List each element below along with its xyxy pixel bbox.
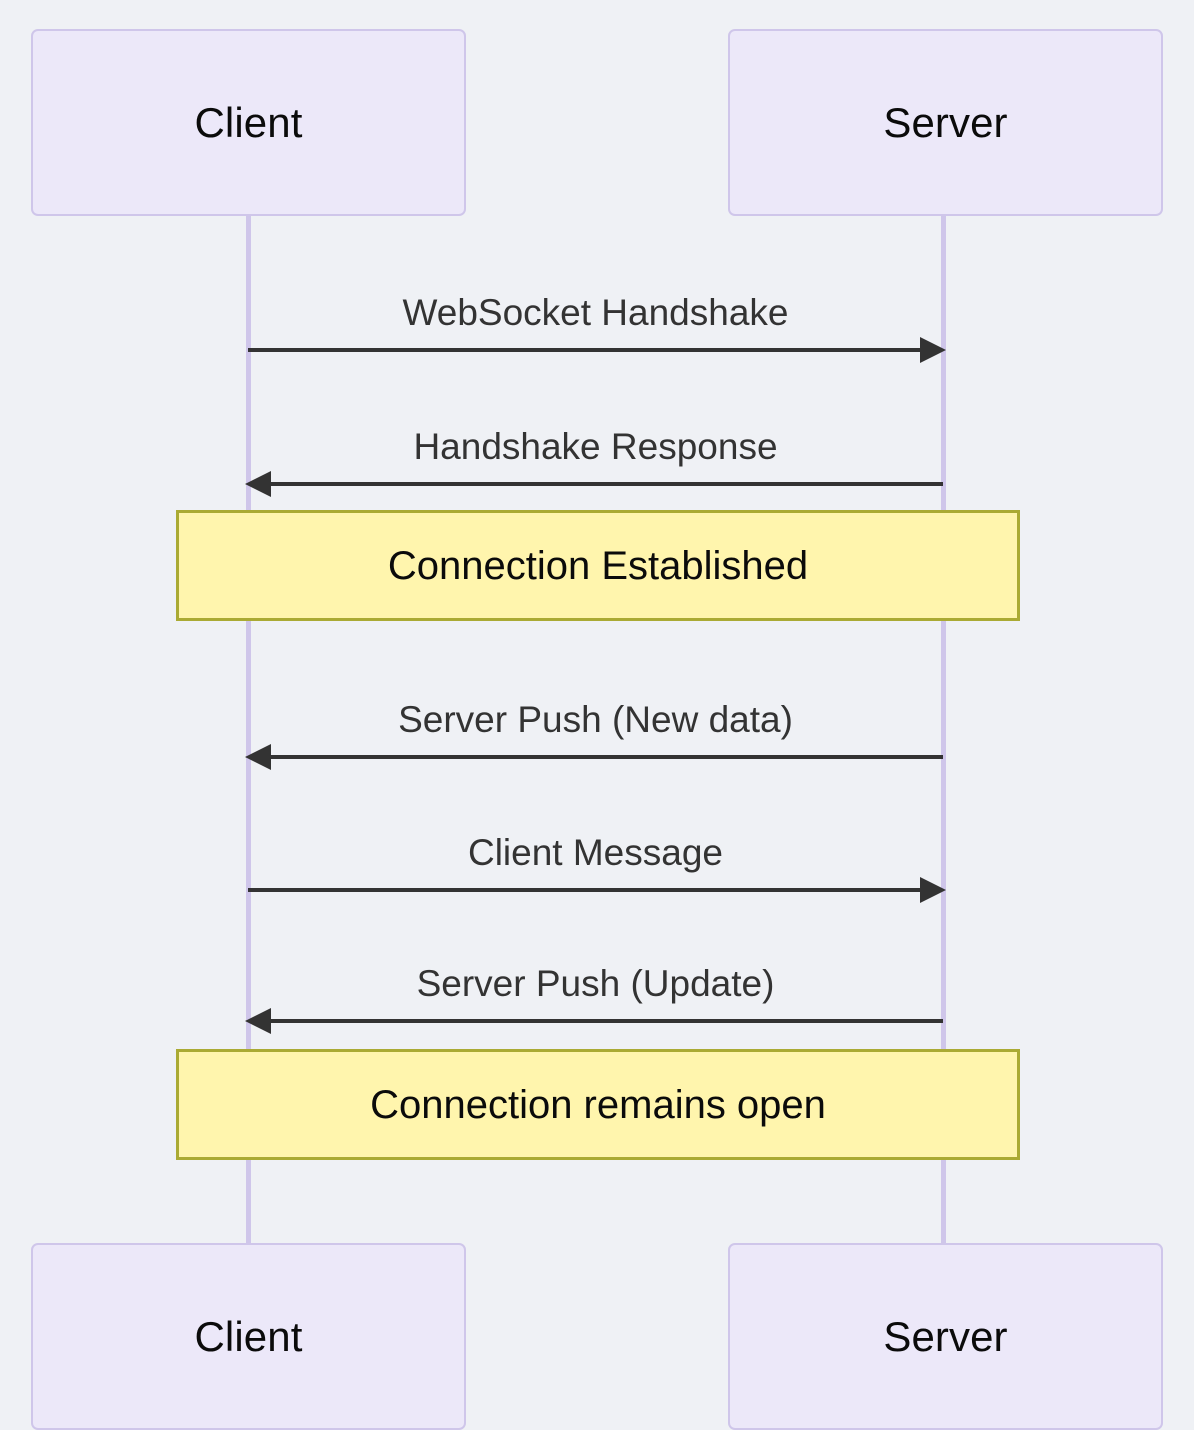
participant-box-client-top[interactable]: Client xyxy=(31,29,466,216)
note-label-0: Connection Established xyxy=(387,543,809,588)
arrowhead-right-icon xyxy=(920,337,946,363)
message-label-1: Handshake Response xyxy=(413,426,778,468)
participant-label-client-top: Client xyxy=(194,98,303,146)
lifeline-server xyxy=(941,216,946,1244)
participant-label-server-bottom: Server xyxy=(883,1312,1008,1360)
message-label-2: Server Push (New data) xyxy=(398,699,793,741)
message-line-4 xyxy=(270,1019,943,1023)
arrowhead-left-icon xyxy=(245,744,271,770)
participant-box-client-bottom[interactable]: Client xyxy=(31,1243,466,1430)
message-label-4: Server Push (Update) xyxy=(416,963,775,1005)
message-label-0: WebSocket Handshake xyxy=(402,292,789,334)
note-label-1: Connection remains open xyxy=(370,1082,826,1127)
message-line-1 xyxy=(270,482,943,486)
lifeline-client xyxy=(246,216,251,1244)
participant-label-client-bottom: Client xyxy=(194,1312,303,1360)
arrowhead-left-icon xyxy=(245,1008,271,1034)
arrowhead-left-icon xyxy=(245,471,271,497)
note-connection-established[interactable]: Connection Established xyxy=(176,510,1020,621)
message-line-3 xyxy=(248,888,921,892)
message-line-0 xyxy=(248,348,921,352)
message-line-2 xyxy=(270,755,943,759)
participant-label-server-top: Server xyxy=(883,98,1008,146)
arrowhead-right-icon xyxy=(920,877,946,903)
participant-box-server-bottom[interactable]: Server xyxy=(728,1243,1163,1430)
message-label-3: Client Message xyxy=(467,832,723,874)
note-connection-remains-open[interactable]: Connection remains open xyxy=(176,1049,1020,1160)
participant-box-server-top[interactable]: Server xyxy=(728,29,1163,216)
